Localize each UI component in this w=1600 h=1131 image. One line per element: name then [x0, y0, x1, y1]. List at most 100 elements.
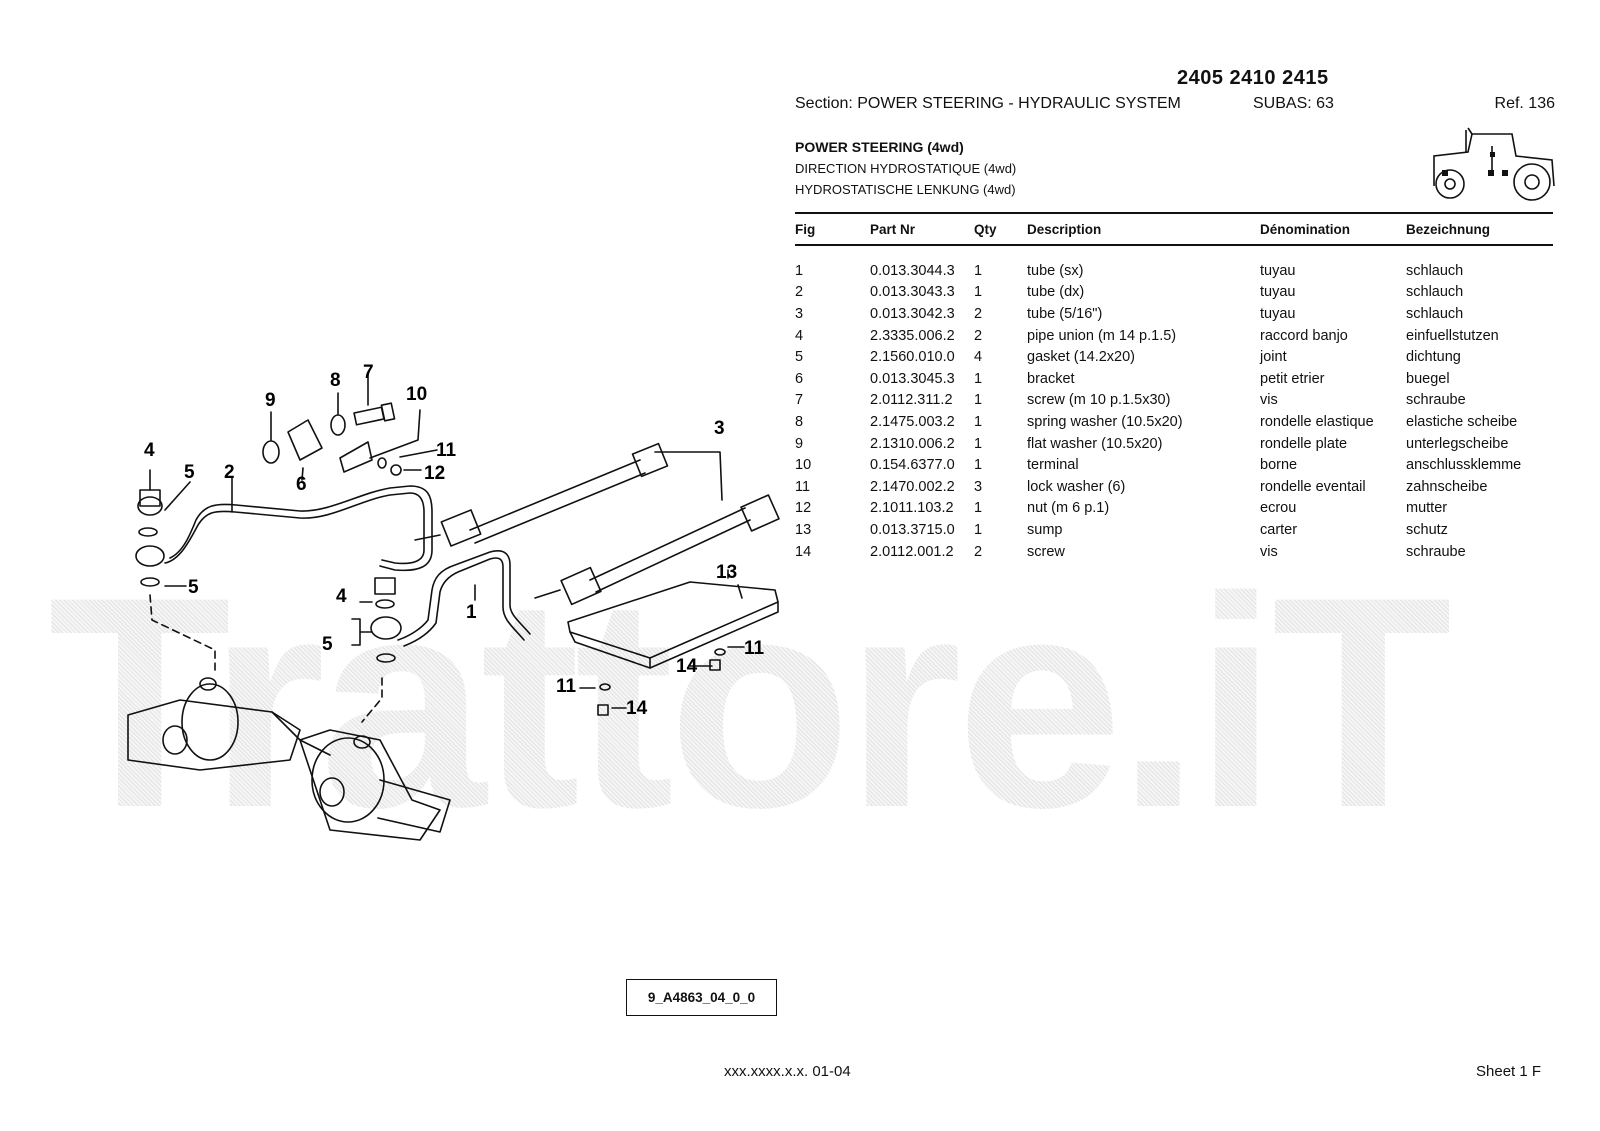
cell: carter	[1260, 521, 1298, 538]
callout-2: 2	[224, 462, 235, 483]
cell: 2.3335.006.2	[870, 327, 955, 344]
title-english: POWER STEERING (4wd)	[795, 139, 964, 155]
cell: 3	[974, 478, 983, 495]
callout-1: 1	[466, 602, 477, 623]
cell: 2	[974, 327, 983, 344]
cell: 3	[795, 305, 804, 322]
cell: pipe union (m 14 p.1.5)	[1027, 327, 1177, 344]
callout-11: 11	[436, 440, 457, 461]
cell: raccord banjo	[1260, 327, 1348, 344]
cell: gasket (14.2x20)	[1027, 349, 1136, 366]
callout-11c: 11	[556, 676, 577, 697]
cell: 0.013.3043.3	[870, 284, 955, 301]
cell: 1	[974, 435, 983, 452]
cell: flat washer (10.5x20)	[1027, 435, 1163, 452]
col-part-nr: Part Nr	[870, 212, 974, 246]
title-french: DIRECTION HYDROSTATIQUE (4wd)	[795, 161, 1017, 176]
cell: bracket	[1027, 370, 1075, 387]
diagram-code-box: 9_A4863_04_0_0	[626, 979, 777, 1016]
cell: 2.1475.003.2	[870, 413, 955, 430]
cell: 2.1470.002.2	[870, 478, 955, 495]
footer-code: xxx.xxxx.x.x. 01-04	[724, 1063, 851, 1080]
cell: screw	[1027, 543, 1065, 560]
cell: zahnscheibe	[1406, 478, 1488, 495]
cell: nut (m 6 p.1)	[1027, 500, 1110, 517]
col-bezeichnung: Bezeichnung	[1406, 212, 1553, 246]
cell: mutter	[1406, 500, 1448, 517]
cell: 2.1560.010.0	[870, 349, 955, 366]
cell: 6	[795, 370, 804, 387]
callout-4: 4	[144, 440, 155, 461]
ref-label: Ref. 136	[1494, 95, 1555, 112]
cell: 9	[795, 435, 804, 452]
col-qty: Qty	[974, 212, 1027, 246]
subas-label: SUBAS: 63	[1253, 95, 1334, 112]
cell: schutz	[1406, 521, 1448, 538]
cell: joint	[1260, 349, 1287, 366]
cell: 8	[795, 413, 804, 430]
callout-8: 8	[330, 370, 341, 391]
exploded-parts-diagram: 1 2 3 4 5 5 4 5 6 7 8 9 10 11 12 13 11 1…	[127, 362, 780, 841]
cell: 4	[795, 327, 804, 344]
cell: 1	[974, 413, 983, 430]
callout-14b: 14	[626, 698, 648, 719]
cell: 2	[795, 284, 804, 301]
cell: 2.1310.006.2	[870, 435, 955, 452]
cell: schlauch	[1406, 305, 1464, 322]
title-german: HYDROSTATISCHE LENKUNG (4wd)	[795, 182, 1016, 197]
cell: 0.013.3715.0	[870, 521, 955, 538]
cell: anschlussklemme	[1406, 457, 1522, 474]
col-denomination: Dénomination	[1260, 212, 1406, 246]
parts-table: Fig Part Nr Qty Description Dénomination…	[795, 212, 1553, 562]
cell: tuyau	[1260, 305, 1296, 322]
tractor-icon	[1433, 127, 1555, 201]
callout-10: 10	[406, 384, 427, 405]
callout-13: 13	[716, 562, 737, 583]
callout-14: 14	[676, 656, 698, 677]
cell: 7	[795, 392, 804, 409]
cell: unterlegscheibe	[1406, 435, 1509, 452]
cell: 0.154.6377.0	[870, 457, 955, 474]
callout-5c: 5	[322, 634, 333, 655]
cell: 0.013.3044.3	[870, 262, 955, 279]
cell: rondelle eventail	[1260, 478, 1366, 495]
col-fig: Fig	[795, 212, 870, 246]
cell: einfuellstutzen	[1406, 327, 1499, 344]
cell: dichtung	[1406, 349, 1461, 366]
cell: schlauch	[1406, 284, 1464, 301]
cell: vis	[1260, 392, 1278, 409]
cell: 2	[974, 543, 983, 560]
cell: 2.0112.001.2	[870, 543, 954, 560]
callout-9: 9	[265, 390, 276, 411]
cell: schraube	[1406, 543, 1466, 560]
cell: schlauch	[1406, 262, 1464, 279]
cell: tube (sx)	[1027, 262, 1084, 279]
cell: vis	[1260, 543, 1278, 560]
col-description: Description	[1027, 212, 1260, 246]
cell: buegel	[1406, 370, 1450, 387]
callout-5: 5	[184, 462, 195, 483]
cell: 10	[795, 457, 812, 474]
cell: rondelle elastique	[1260, 413, 1374, 430]
cell: borne	[1260, 457, 1298, 474]
cell: tube (5/16")	[1027, 305, 1103, 322]
callout-4b: 4	[336, 586, 347, 607]
sheet-label: Sheet 1 F	[1476, 1063, 1542, 1080]
callout-3: 3	[714, 418, 725, 439]
cell: 1	[974, 521, 983, 538]
callout-7: 7	[363, 362, 374, 383]
cell: 5	[795, 349, 804, 366]
callout-6: 6	[296, 474, 307, 495]
callout-11b: 11	[744, 638, 765, 659]
cell: lock washer (6)	[1027, 478, 1126, 495]
cell: elastiche scheibe	[1406, 413, 1518, 430]
